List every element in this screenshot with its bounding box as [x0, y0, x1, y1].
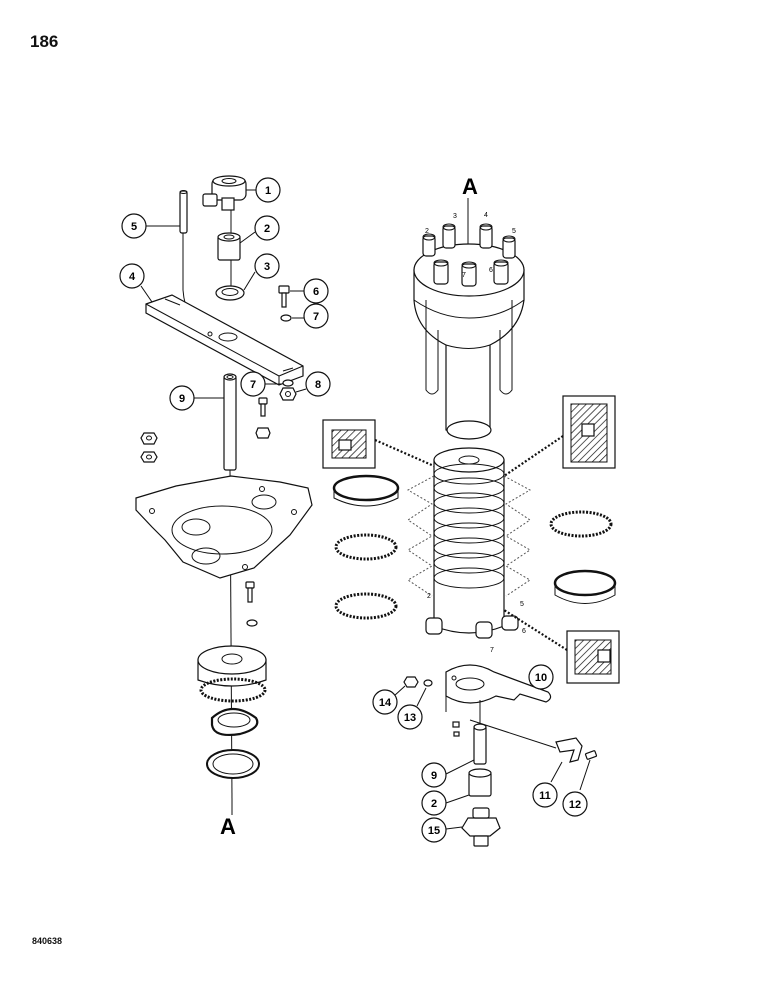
small-bolt-under-plate	[245, 581, 258, 627]
small-bolt-left	[255, 397, 271, 439]
callout-14: 14	[372, 689, 398, 715]
seal-rings-left	[332, 474, 400, 620]
sleeve	[217, 232, 241, 261]
section-marker-left: A	[220, 814, 236, 839]
drawing-code: 840638	[32, 936, 63, 946]
washer-right	[423, 679, 433, 687]
svg-text:2: 2	[264, 223, 270, 235]
snap-ring-inner	[217, 712, 251, 728]
callout-2-right: 2	[421, 790, 447, 816]
top-housing: 2 3 4 5 7 6	[413, 212, 525, 440]
callout-10: 10	[528, 664, 554, 690]
grommet	[215, 285, 245, 301]
port-number: 5	[520, 601, 524, 608]
svg-text:6: 6	[313, 286, 319, 298]
top-ports	[422, 223, 516, 287]
nut-left	[279, 387, 297, 401]
callout-3: 3	[254, 253, 280, 279]
explosion-lines-right	[503, 475, 532, 597]
callout-6: 6	[303, 278, 329, 304]
small-nuts-far-left	[140, 432, 158, 463]
right-assembly: A	[322, 174, 620, 847]
detail-box-right-top	[503, 395, 616, 477]
callout-7-lower: 7	[240, 371, 266, 397]
svg-text:3: 3	[264, 261, 270, 273]
section-marker-right: A	[462, 174, 478, 199]
svg-text:2: 2	[431, 798, 437, 810]
callout-13: 13	[397, 704, 423, 730]
seal-ring	[206, 749, 260, 779]
callout-9-left: 9	[169, 385, 195, 411]
detail-box-right-bottom	[503, 609, 620, 684]
bolt-small-right	[584, 750, 598, 760]
svg-text:11: 11	[539, 790, 551, 802]
port-number: 6	[489, 267, 493, 274]
left-assembly: A	[135, 175, 313, 839]
callout-4: 4	[119, 263, 145, 289]
svg-text:1: 1	[265, 185, 271, 197]
port-number: 2	[427, 593, 431, 600]
svg-text:9: 9	[179, 393, 185, 405]
svg-text:12: 12	[569, 799, 581, 811]
small-bolt-lower-right	[452, 721, 460, 737]
port-number: 5	[512, 228, 516, 235]
callout-11: 11	[532, 782, 558, 808]
mounting-plate	[135, 475, 313, 579]
nipple-right	[473, 723, 487, 765]
port-number: 7	[490, 647, 494, 654]
svg-text:8: 8	[315, 379, 321, 391]
callout-2: 2	[254, 215, 280, 241]
callouts: 1 2 3 4 5	[119, 177, 591, 843]
callout-1: 1	[255, 177, 281, 203]
adapter-fitting	[461, 807, 501, 847]
sleeve-right	[468, 768, 492, 797]
swivel-spool: 2 5 6 7	[425, 447, 526, 654]
svg-text:5: 5	[131, 221, 137, 233]
washer-upper	[280, 314, 292, 322]
callout-8: 8	[305, 371, 331, 397]
svg-text:7: 7	[250, 379, 256, 391]
svg-text:14: 14	[379, 697, 392, 709]
svg-text:15: 15	[428, 825, 440, 837]
port-number: 2	[425, 228, 429, 235]
callout-12: 12	[562, 791, 588, 817]
port-number: 6	[522, 628, 526, 635]
port-number: 3	[453, 213, 457, 220]
wave-spring	[199, 677, 267, 703]
callout-5: 5	[121, 213, 147, 239]
svg-text:4: 4	[129, 271, 136, 283]
bracket-plate	[145, 294, 304, 386]
clip-bracket	[469, 719, 583, 763]
svg-text:7: 7	[313, 311, 319, 323]
port-number: 7	[462, 272, 466, 279]
bolt-upper	[278, 285, 290, 308]
callout-9-right: 9	[421, 762, 447, 788]
seal-rings-right	[549, 510, 617, 604]
detail-box-left	[322, 419, 435, 469]
svg-text:13: 13	[404, 712, 416, 724]
seal-ring-inner	[212, 753, 254, 775]
nut-right	[403, 676, 419, 688]
svg-text:9: 9	[431, 770, 437, 782]
elbow-fitting	[202, 175, 247, 211]
torque-arm	[445, 664, 552, 712]
callout-15: 15	[421, 817, 447, 843]
tube-left	[223, 373, 237, 471]
svg-text:10: 10	[535, 672, 547, 684]
callout-7-upper: 7	[303, 303, 329, 329]
page-number: 186	[30, 32, 59, 51]
port-number: 4	[484, 212, 488, 219]
explosion-lines-left	[406, 475, 435, 597]
washer-lower	[282, 379, 294, 387]
